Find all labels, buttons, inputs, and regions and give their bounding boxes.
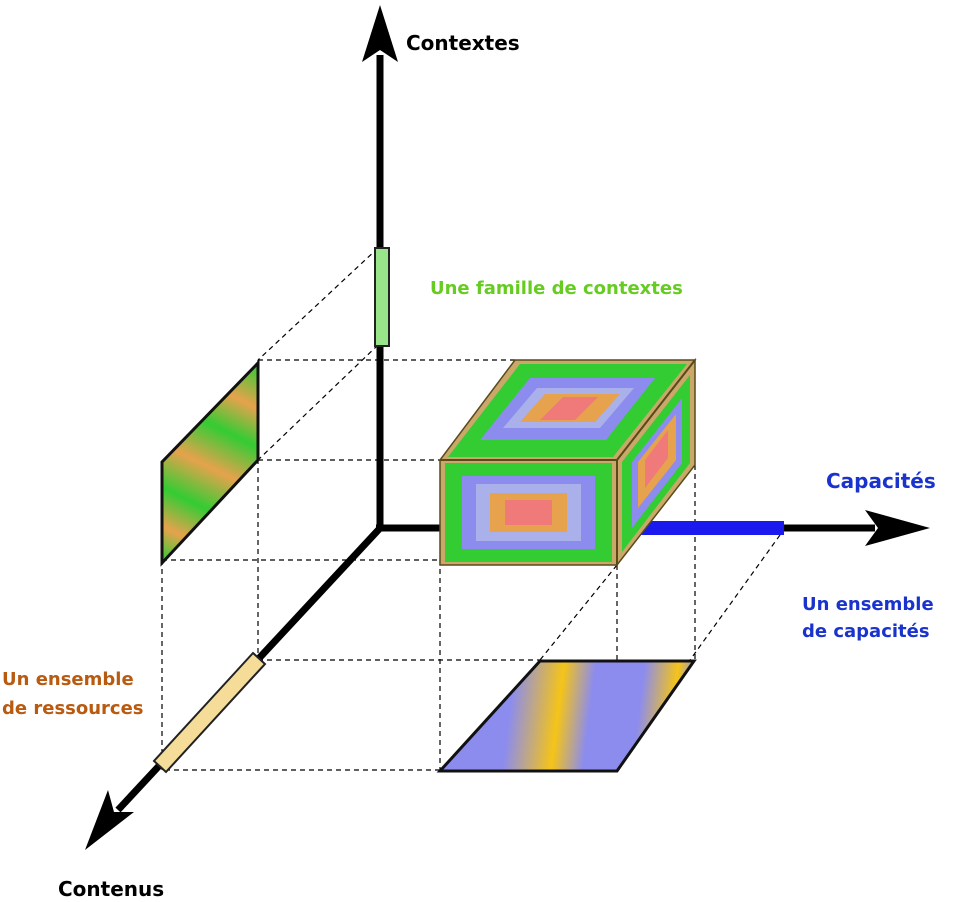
cube-top-face	[438, 359, 697, 461]
cube-front-face	[439, 459, 618, 566]
resources-set-label-line2: de ressources	[2, 698, 144, 719]
floor-projection-panel	[436, 659, 697, 773]
resources-set-label-line1: Un ensemble	[2, 669, 134, 690]
resources-segment	[152, 651, 267, 774]
capabilities-set-label-line1: Un ensemble	[802, 594, 934, 615]
depth-axis-arrowhead	[85, 790, 134, 850]
side-projection-panel	[160, 359, 260, 567]
cube	[438, 357, 697, 568]
contexts-set-label: Une famille de contextes	[430, 278, 683, 299]
capabilities-segment	[637, 521, 784, 535]
horizontal-axis-label: Capacités	[826, 469, 936, 493]
vertical-axis-label: Contextes	[406, 31, 520, 55]
depth-axis-label: Contenus	[58, 877, 165, 901]
contexts-segment	[374, 247, 390, 347]
vertical-axis-arrowhead	[362, 5, 398, 62]
capabilities-set-label-line2: de capacités	[802, 621, 930, 642]
horizontal-axis-arrowhead	[865, 510, 930, 546]
cube-right-face	[616, 357, 696, 568]
